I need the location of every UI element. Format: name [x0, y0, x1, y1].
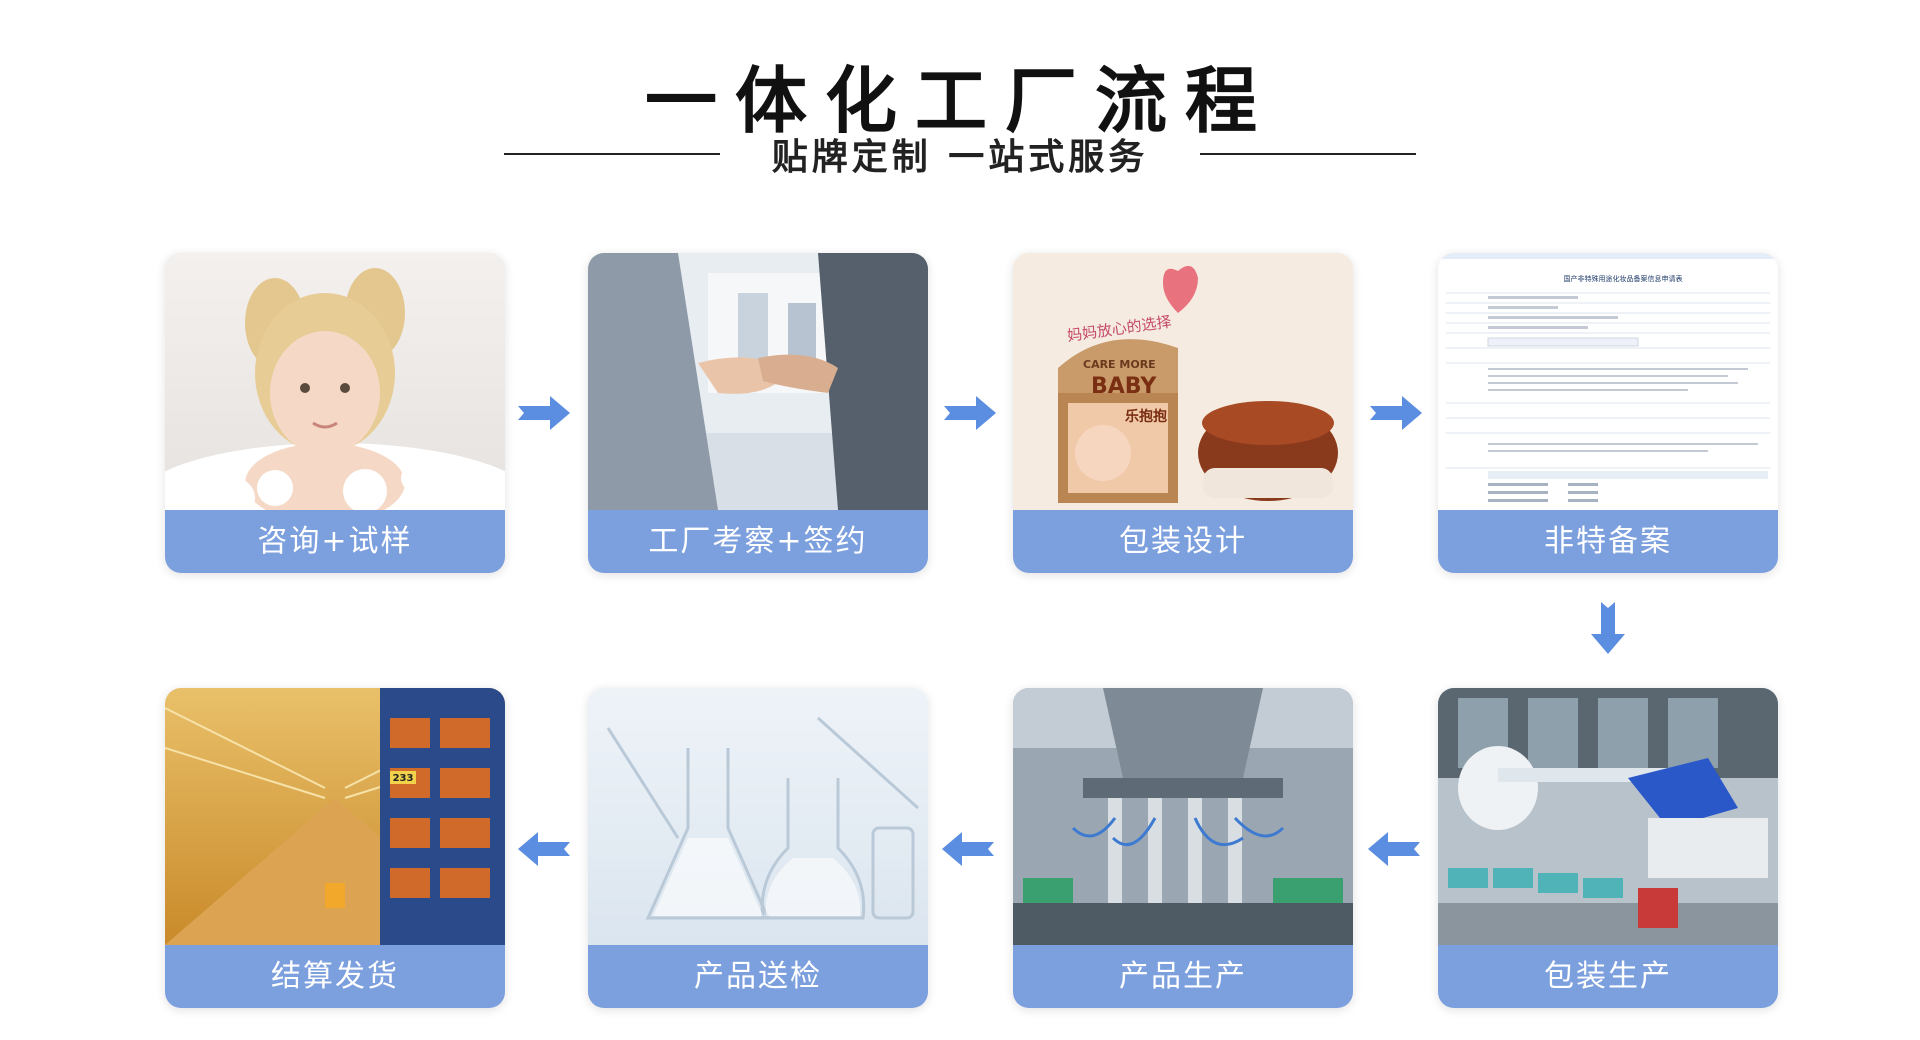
packaging-machine-image	[1438, 688, 1778, 945]
step-label: 产品生产	[1013, 945, 1353, 1008]
arrow-down-icon	[1589, 598, 1627, 656]
rack-number: 233	[393, 773, 414, 784]
package-brand-top: CARE MORE	[1083, 358, 1156, 371]
lab-glassware-image	[588, 688, 928, 945]
arrow-right-icon	[1366, 394, 1424, 432]
handshake-image	[588, 253, 928, 510]
filling-machine-image	[1013, 688, 1353, 945]
subtitle-divider-left	[503, 153, 720, 155]
step-label: 包装生产	[1438, 945, 1778, 1008]
step-card-packaging[interactable]: 包装生产	[1438, 688, 1778, 1008]
baby-cream-image: 妈妈放心的选择 CARE MORE BABY 乐抱抱	[1013, 253, 1353, 510]
step-card-production[interactable]: 产品生产	[1013, 688, 1353, 1008]
step-label: 咨询+试样	[165, 510, 505, 573]
arrow-left-icon	[940, 830, 998, 868]
arrow-left-icon	[1366, 830, 1424, 868]
arrow-right-icon	[940, 394, 998, 432]
step-label: 结算发货	[165, 945, 505, 1008]
step-card-package-design[interactable]: 妈妈放心的选择 CARE MORE BABY 乐抱抱 包装设计	[1013, 253, 1353, 573]
package-product: 乐抱抱	[1125, 408, 1167, 425]
page-title: 一体化工厂流程	[644, 59, 1275, 143]
step-label: 工厂考察+签约	[588, 510, 928, 573]
step-card-consult[interactable]: 咨询+试样	[165, 253, 505, 573]
step-label: 包装设计	[1013, 510, 1353, 573]
warehouse-image: 233	[165, 688, 505, 945]
page-subtitle: 贴牌定制 一站式服务	[771, 137, 1149, 178]
subtitle-divider-right	[1200, 153, 1417, 155]
subtitle-row: 贴牌定制 一站式服务	[0, 128, 1920, 180]
registration-form-image: 国产非特殊用途化妆品备案信息申请表	[1438, 253, 1778, 510]
arrow-right-icon	[514, 394, 572, 432]
step-label: 产品送检	[588, 945, 928, 1008]
form-title: 国产非特殊用途化妆品备案信息申请表	[1564, 274, 1683, 283]
child-bath-image	[165, 253, 505, 510]
arrow-left-icon	[516, 830, 574, 868]
step-label: 非特备案	[1438, 510, 1778, 573]
package-brand: BABY	[1091, 374, 1157, 399]
step-card-settle-ship[interactable]: 233 结算发货	[165, 688, 505, 1008]
step-card-inspection[interactable]: 产品送检	[588, 688, 928, 1008]
step-card-visit-sign[interactable]: 工厂考察+签约	[588, 253, 928, 573]
step-card-registration[interactable]: 国产非特殊用途化妆品备案信息申请表	[1438, 253, 1778, 573]
